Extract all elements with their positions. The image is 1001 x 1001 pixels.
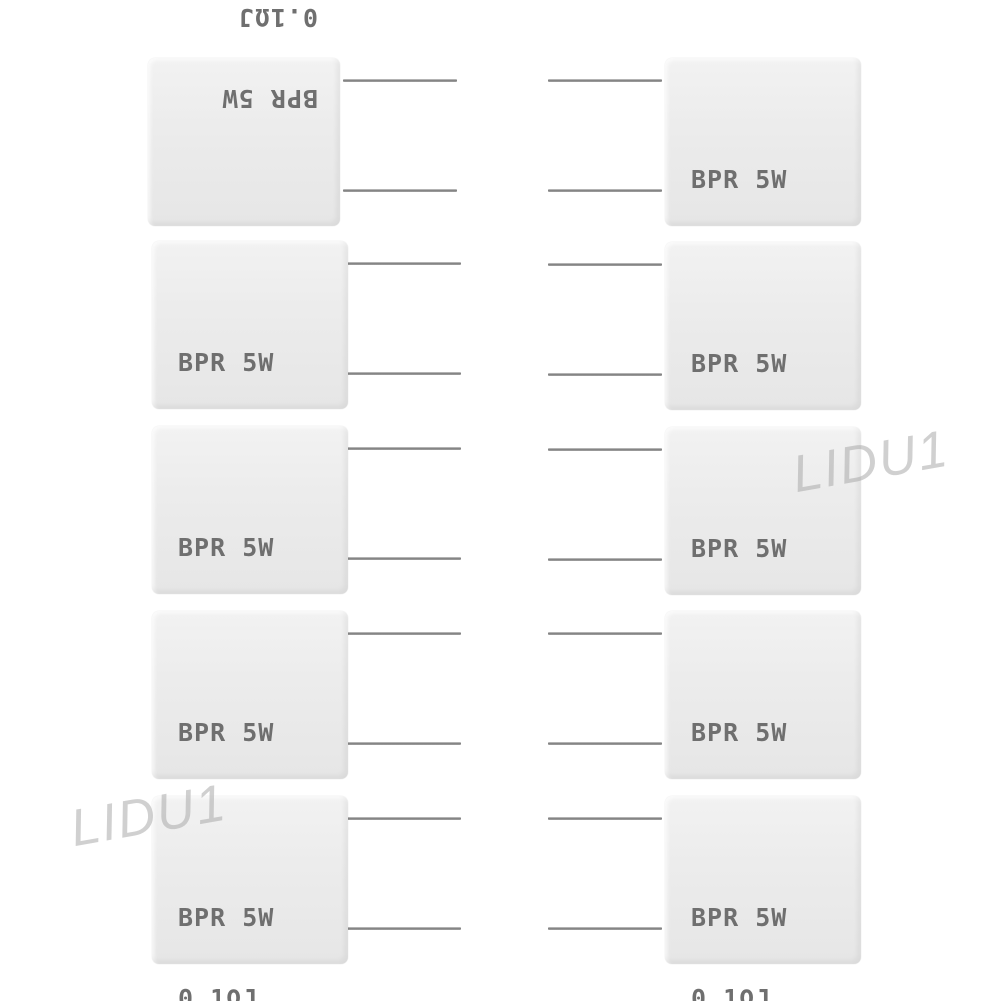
resistor-body: BPR 5W 0.1ΩJ: [665, 796, 861, 1001]
marking-line-1: BPR 5W: [691, 165, 788, 194]
marking-line-1: BPR 5W: [178, 718, 275, 747]
resistor-lead: [347, 817, 461, 820]
resistor-right-4: BPR 5W 0.1ΩJ: [548, 611, 861, 827]
resistor-lead: [548, 742, 662, 745]
marking-line-1: BPR 5W: [178, 903, 275, 932]
resistor-right-5: BPR 5W 0.1ΩJ: [548, 796, 861, 1001]
resistor-lead: [548, 448, 662, 451]
resistor-body: BPR 5W 0.1ΩJ: [665, 427, 861, 643]
marking-line-1: BPR 5W: [691, 718, 788, 747]
marking-line-1: BPR 5W: [221, 84, 318, 113]
resistor-lead: [347, 742, 461, 745]
marking-line-1: BPR 5W: [691, 534, 788, 563]
resistor-lead: [548, 927, 662, 930]
resistor-lead: [548, 558, 662, 561]
resistor-lead: [347, 262, 461, 265]
resistor-left-5: BPR 5W 0.1ΩJ: [152, 796, 465, 1001]
resistor-body: BPR 5W 0.1ΩJ: [665, 242, 861, 458]
marking-line-2: 0.1ΩJ: [237, 3, 318, 32]
resistor-marking: BPR 5W 0.1ΩJ: [178, 850, 306, 1001]
resistor-lead: [347, 632, 461, 635]
resistor-lead: [343, 189, 457, 192]
resistor-lead: [347, 372, 461, 375]
resistor-body: BPR 5W 0.1ΩJ: [665, 58, 861, 274]
resistor-lead: [548, 263, 662, 266]
resistor-body: BPR 5W 0.1ΩJ: [665, 611, 861, 827]
resistor-lead: [343, 79, 457, 82]
marking-line-2: 0.1ΩJ: [178, 984, 259, 1001]
marking-line-2: 0.1ΩJ: [691, 984, 772, 1001]
resistor-lead: [548, 632, 662, 635]
resistor-marking: BPR 5W 0.1ΩJ: [691, 850, 819, 1001]
resistor-body: BPR 5W 0.1ΩJ: [152, 426, 348, 642]
resistor-right-1: BPR 5W 0.1ΩJ: [548, 58, 861, 274]
resistor-lead: [347, 557, 461, 560]
resistor-body: BPR 5W 0.1ΩJ: [152, 796, 348, 1001]
resistor-lead: [347, 927, 461, 930]
resistor-left-4: BPR 5W 0.1ΩJ: [152, 611, 465, 827]
marking-line-1: BPR 5W: [691, 349, 788, 378]
resistor-left-2: BPR 5W 0.1ΩJ: [152, 241, 465, 457]
resistor-left-1: BPR 5W 0.1ΩJ: [148, 3, 461, 226]
marking-line-1: BPR 5W: [178, 533, 275, 562]
resistor-lead: [548, 817, 662, 820]
resistor-body: BPR 5W 0.1ΩJ: [152, 241, 348, 457]
resistor-body: BPR 5W 0.1ΩJ: [148, 3, 340, 226]
resistor-body: BPR 5W 0.1ΩJ: [152, 611, 348, 827]
resistor-lead: [347, 447, 461, 450]
resistor-right-2: BPR 5W 0.1ΩJ: [548, 242, 861, 458]
resistor-right-3: BPR 5W 0.1ΩJ: [548, 427, 861, 643]
marking-line-1: BPR 5W: [178, 348, 275, 377]
resistor-marking: BPR 5W 0.1ΩJ: [190, 0, 318, 166]
resistor-lead: [548, 189, 662, 192]
resistor-lead: [548, 79, 662, 82]
resistor-left-3: BPR 5W 0.1ΩJ: [152, 426, 465, 642]
resistor-lead: [548, 373, 662, 376]
marking-line-1: BPR 5W: [691, 903, 788, 932]
